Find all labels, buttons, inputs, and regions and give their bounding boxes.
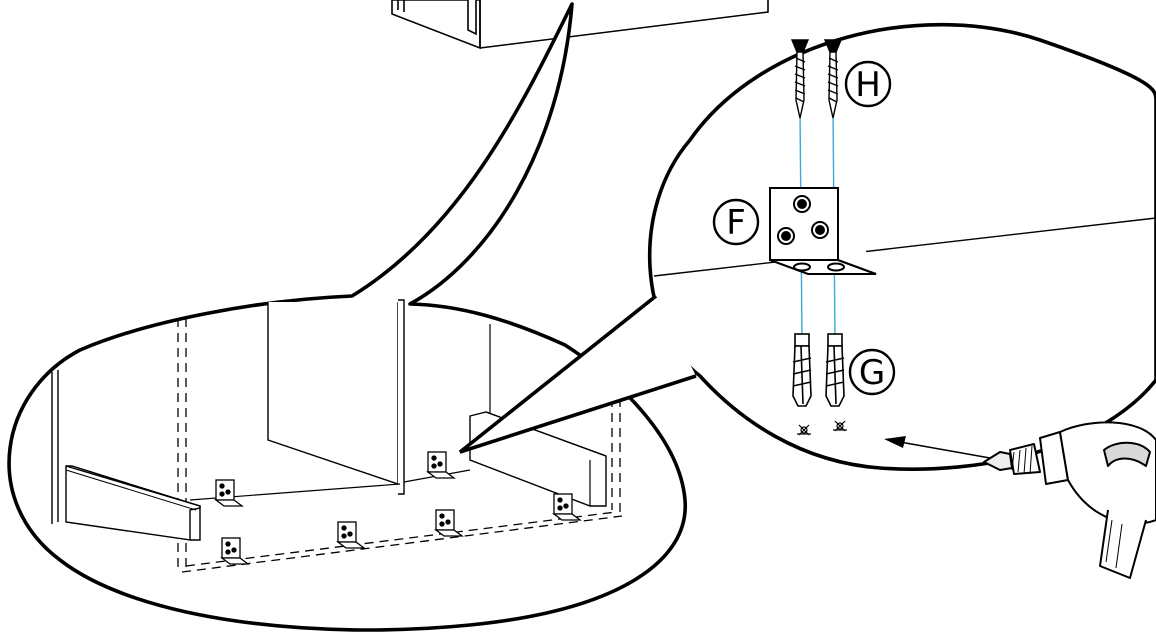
room-brackets (214, 451, 582, 565)
wall-plug-1 (792, 333, 812, 407)
label-wall-plug-callout: G (848, 348, 896, 396)
angle-bracket-large (769, 187, 877, 275)
bracket-small-1 (214, 479, 244, 507)
drill-hole-mark-icon (797, 420, 847, 436)
power-drill-icon (983, 421, 1156, 579)
bracket-small-3 (552, 493, 582, 521)
detail-wall-line (653, 217, 1156, 277)
label-wall-plug-text: G (859, 353, 885, 393)
bracket-small-6 (220, 537, 250, 565)
cabinet-top-fragment (391, 0, 769, 50)
label-screw-callout: H (844, 60, 892, 108)
label-bracket-callout: F (712, 198, 760, 246)
screw-pair (790, 39, 843, 119)
screw-2 (823, 39, 843, 119)
bracket-small-4 (434, 509, 464, 537)
label-bracket-text: F (726, 203, 746, 243)
drill-direction-arrow (884, 436, 991, 459)
wall-plug-pair (792, 333, 845, 407)
wall-plug-2 (825, 333, 845, 407)
label-screw-text: H (855, 65, 881, 105)
bracket-small-5 (336, 521, 366, 549)
bracket-small-2 (426, 451, 456, 479)
screw-1 (790, 39, 810, 119)
